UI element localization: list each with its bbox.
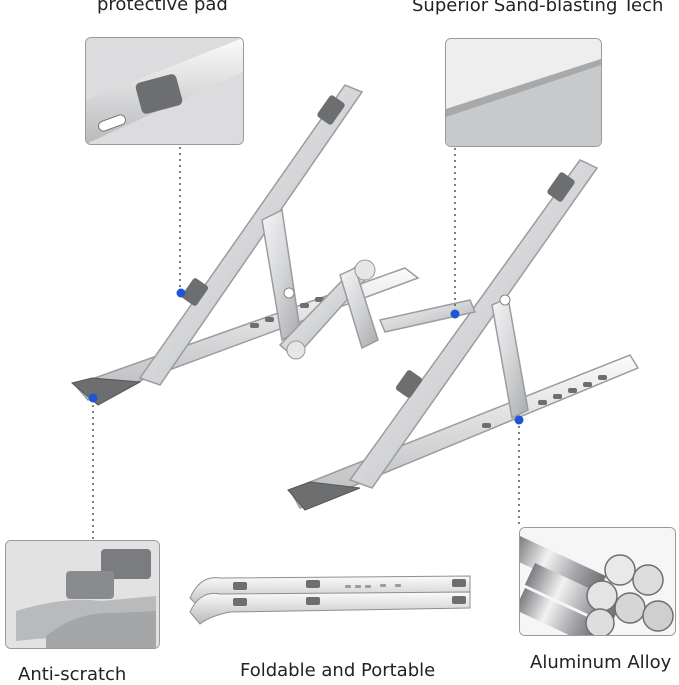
right-bracket [378, 299, 477, 333]
left-upper-arm [138, 84, 364, 386]
left-mid-pad [181, 278, 209, 306]
left-front-lip [70, 377, 142, 406]
label-aluminum-alloy: Aluminum Alloy [530, 652, 672, 673]
right-stand [287, 159, 640, 511]
right-front-lip [287, 481, 361, 511]
right-base-slots [482, 375, 607, 428]
right-upper-arm [348, 159, 599, 489]
right-top-pad [547, 172, 575, 202]
left-scissor-c [339, 266, 379, 350]
folded-stand-image [189, 575, 471, 625]
callout-leader-lines [92, 147, 520, 540]
label-foldable-portable: Foldable and Portable [240, 660, 436, 681]
pad-detail-box [85, 37, 244, 145]
label-sandblasting-tech: Superior Sand-blasting Tech [412, 0, 664, 16]
left-top-pad [317, 95, 345, 125]
left-base-slots [250, 292, 339, 328]
anti-scratch-detail-box [5, 540, 160, 649]
right-scissor-a [491, 296, 529, 420]
callout-dots [88, 288, 524, 425]
aluminum-detail-box [519, 527, 676, 636]
label-anti-scratch: Anti-scratch [18, 664, 127, 685]
right-base-bar [288, 354, 640, 509]
sandblast-detail-box [445, 38, 602, 147]
label-protective-pad: protective pad [97, 0, 228, 15]
right-mid-pad [395, 370, 423, 398]
left-stand [70, 84, 420, 406]
